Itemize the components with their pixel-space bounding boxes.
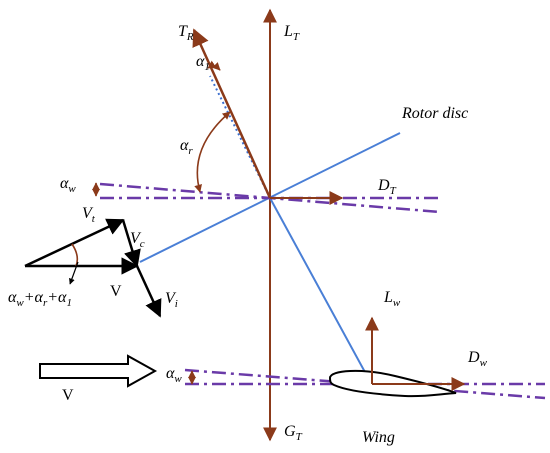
alpha-one-arc (207, 60, 221, 71)
wing-inclined-dashdot (184, 368, 546, 400)
angle-sum-pointer (69, 261, 79, 285)
label-velocity-i: Vi (165, 290, 178, 310)
velocity-t-arrow (24, 218, 125, 268)
label-alpha-wing-bottom: αw (166, 365, 182, 385)
velocity-c-line (121, 219, 141, 268)
label-lift-wing: Lw (383, 289, 401, 309)
label-alpha-one: α1 (196, 53, 210, 73)
hub-to-wing-line (269, 197, 373, 386)
alpha-rotor-arc (194, 111, 231, 193)
label-drag-wing: Dw (467, 349, 488, 369)
triangle-angle-arc (71, 243, 79, 267)
label-lift-total: LT (283, 23, 300, 43)
label-velocity-t: Vt (82, 205, 96, 225)
label-wing: Wing (362, 429, 395, 446)
label-thrust-resultant: TR (178, 23, 194, 43)
label-alpha-wing-top: αw (60, 175, 76, 195)
freestream-outline-arrow (39, 354, 158, 388)
label-freestream-v: V (62, 387, 74, 404)
label-weight-total: GT (284, 423, 303, 443)
label-alpha-rotor: αr (180, 137, 193, 157)
thrust-resultant-arrow (192, 28, 272, 199)
velocity-i-arrow (135, 265, 162, 318)
label-angle-sum: αw+αr+α1 (8, 289, 72, 309)
label-rotor-disc: Rotor disc (401, 105, 468, 122)
label-drag-total: DT (377, 177, 397, 197)
label-velocity-c: Vc (130, 230, 145, 250)
label-velocity-triangle-v: V (110, 283, 122, 300)
